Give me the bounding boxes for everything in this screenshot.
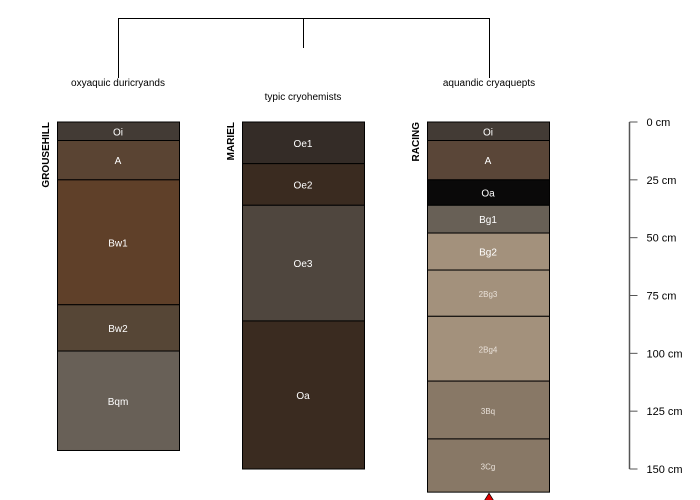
horizon-label: Oi <box>483 127 493 138</box>
horizon-bg2 <box>427 232 550 271</box>
horizon-label: 2Bg4 <box>479 346 498 355</box>
horizon-2bg3 <box>427 269 550 317</box>
horizon-label: Oe1 <box>294 139 313 150</box>
horizon-label: Oe3 <box>294 259 313 270</box>
horizon-label: 3Bq <box>481 407 495 416</box>
scale-tick-label: 100 cm <box>647 348 683 360</box>
horizon-bw1 <box>57 179 180 306</box>
horizon-label: Bg2 <box>479 248 497 259</box>
taxon-label: aquandic cryaquepts <box>443 78 535 89</box>
taxon-label: typic cryohemists <box>265 92 342 103</box>
horizon-label: Bqm <box>108 397 129 408</box>
horizon-bqm <box>57 350 180 451</box>
horizon-3bq <box>427 380 550 440</box>
horizon-label: Oa <box>296 391 310 402</box>
horizon-label: A <box>485 156 492 167</box>
horizon-label: A <box>115 156 122 167</box>
scale-tick-label: 0 cm <box>647 117 671 129</box>
horizon-oe1 <box>242 121 365 165</box>
profile-name: MARIEL <box>226 122 237 160</box>
dendrogram <box>118 18 490 78</box>
horizon-oe3 <box>242 204 365 322</box>
horizon-label: Bw2 <box>108 324 128 335</box>
horizon-bw2 <box>57 304 180 352</box>
horizon-label: 3Cg <box>481 463 496 472</box>
horizon-label: Oi <box>113 127 123 138</box>
profile-name: RACING <box>411 122 422 162</box>
profile-name: GROUSEHILL <box>41 122 52 188</box>
taxon-label: oxyaquic duricryands <box>71 78 165 89</box>
horizon-label: Bg1 <box>479 215 497 226</box>
horizon-3cg <box>427 438 550 493</box>
horizon-a <box>427 140 550 181</box>
scale-tick-label: 50 cm <box>647 233 677 245</box>
depth-scale: 0 cm 25 cm 50 cm 75 cm 100 cm 125 cm 150 cm <box>628 117 683 476</box>
horizon-label: Bw1 <box>108 238 128 249</box>
horizon-label: Oa <box>481 189 495 200</box>
horizon-oe2 <box>242 163 365 206</box>
horizon-2bg4 <box>427 315 550 382</box>
horizon-oa <box>242 320 365 470</box>
scale-tick-label: 75 cm <box>647 291 677 303</box>
horizon-label: 2Bg3 <box>479 290 498 299</box>
truncation-marker-icon <box>484 492 494 500</box>
scale-tick-label: 25 cm <box>647 175 677 187</box>
horizon-label: Oe2 <box>294 180 313 191</box>
scale-tick-label: 150 cm <box>647 464 683 476</box>
horizon-oa <box>427 179 550 206</box>
scale-tick-label: 125 cm <box>647 406 683 418</box>
